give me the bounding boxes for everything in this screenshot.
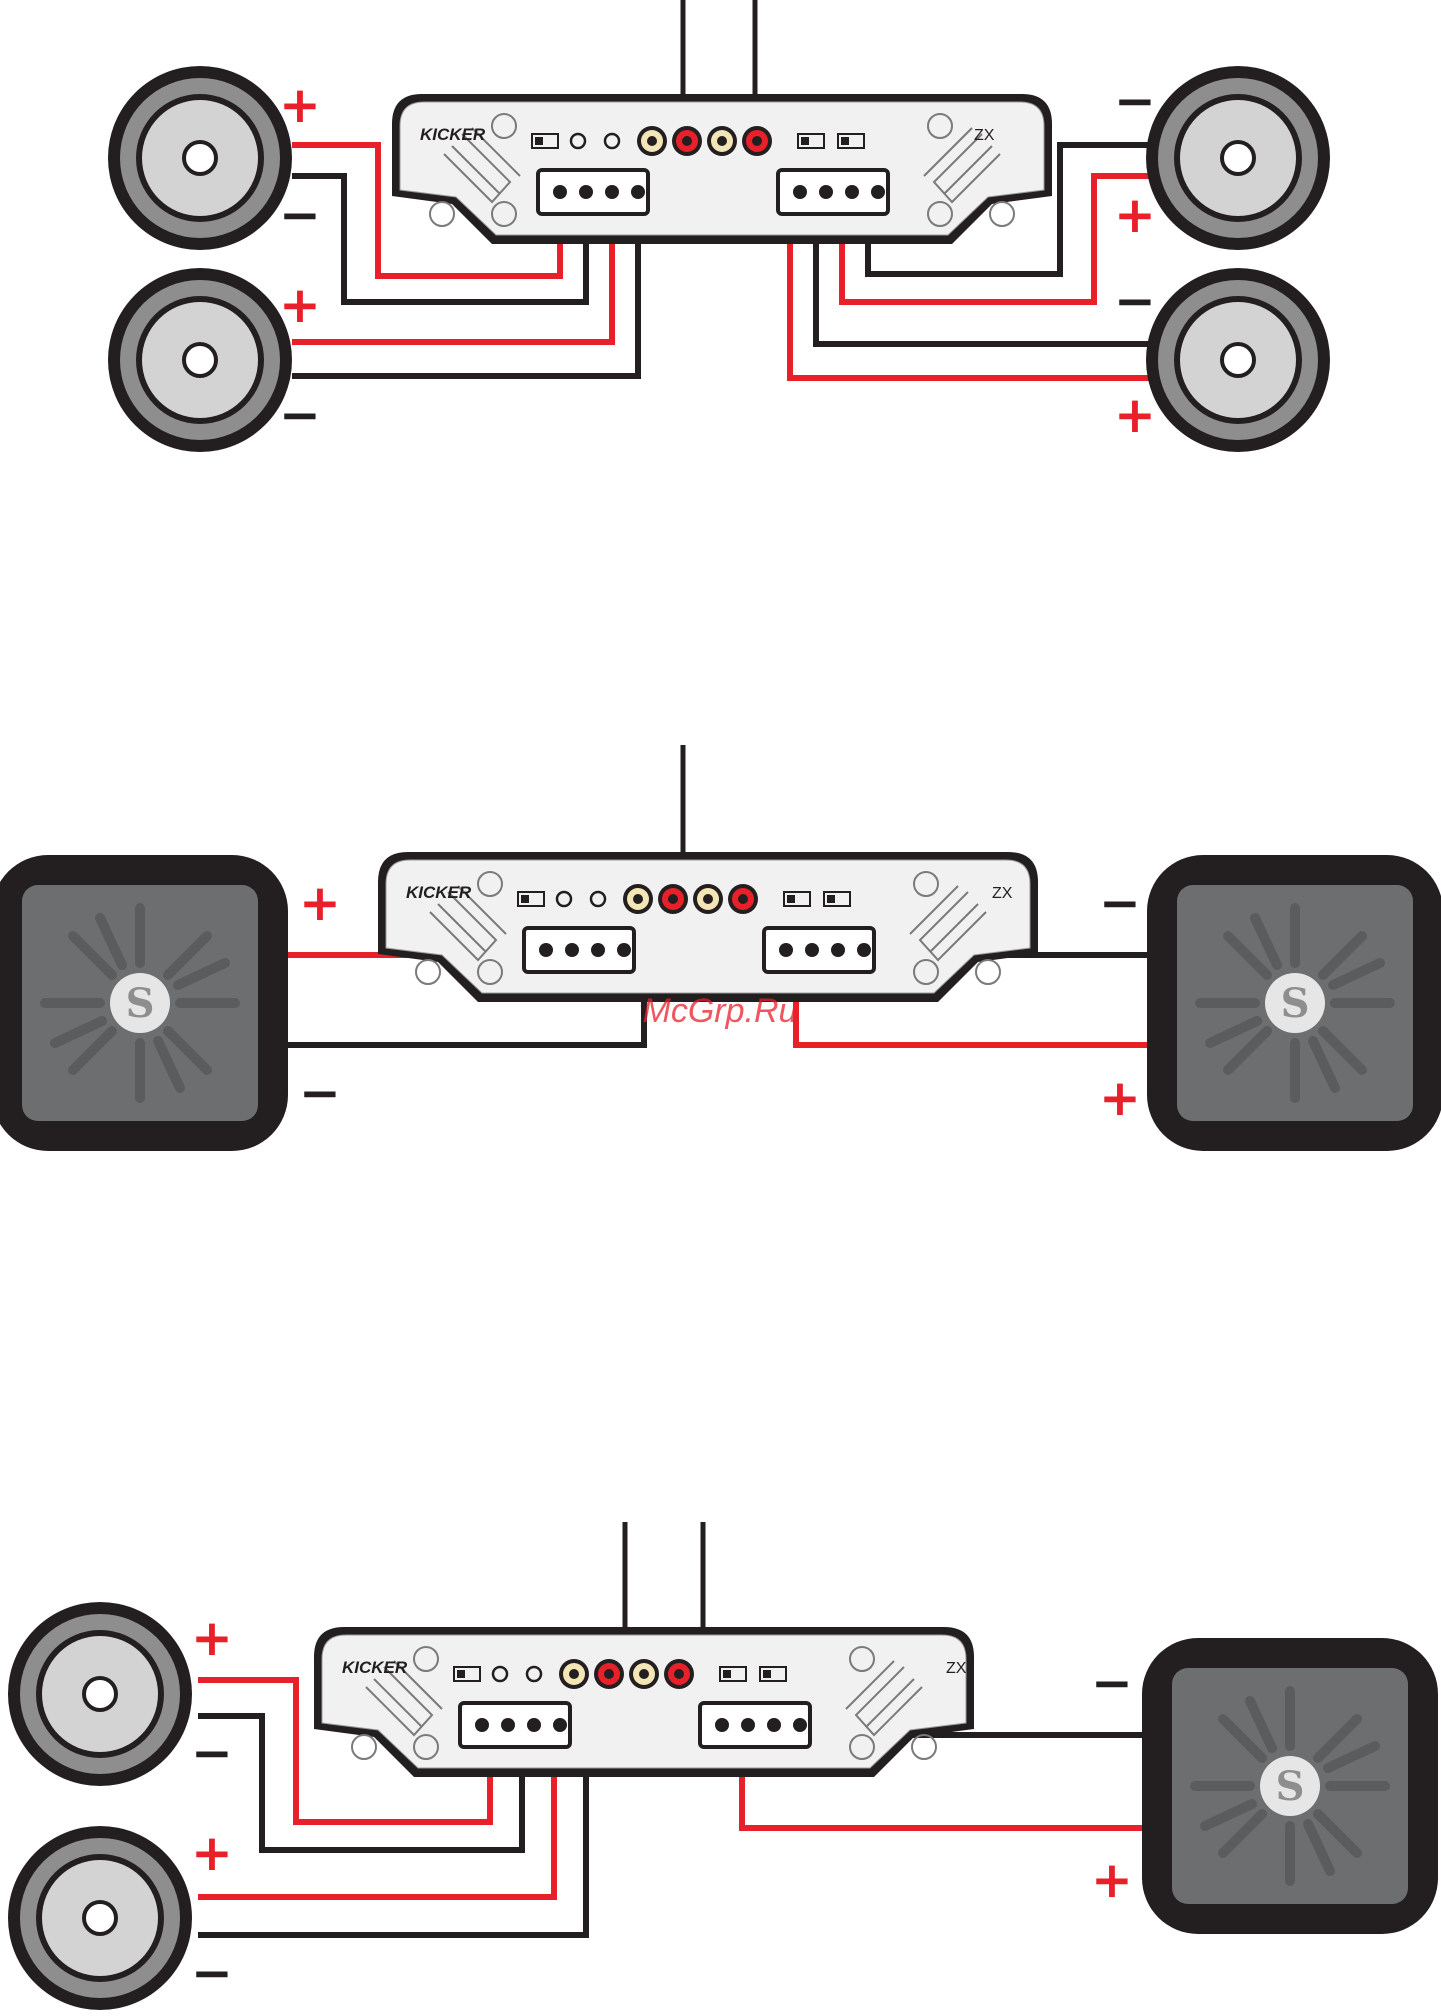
amplifier: KICKER ZX — [314, 1627, 974, 1777]
coax-speaker-right-top — [1146, 66, 1330, 250]
minus-sign: − — [299, 1064, 341, 1122]
coax-speaker-left-bottom — [8, 1826, 192, 2010]
amp-model: ZX — [974, 127, 995, 144]
subwoofer-logo: S — [1281, 980, 1310, 1027]
minus-sign: − — [1099, 874, 1141, 932]
diagram-four-speakers: KICKER ZX + − + − − + − + — [108, 0, 1330, 452]
subwoofer-logo: S — [126, 980, 155, 1027]
amplifier: KICKER ZX — [378, 852, 1038, 1002]
plus-sign: + — [1114, 186, 1156, 244]
subwoofer-right: S — [1147, 855, 1441, 1151]
plus-sign: + — [1091, 1851, 1133, 1909]
minus-sign: − — [191, 1944, 233, 2002]
minus-sign: − — [191, 1724, 233, 1782]
plus-sign: + — [1114, 386, 1156, 444]
coax-speaker-left-bottom — [108, 268, 292, 452]
coax-speaker-right-bottom — [1146, 268, 1330, 452]
amp-brand: KICKER — [420, 125, 486, 144]
amp-brand: KICKER — [342, 1658, 408, 1677]
minus-sign: − — [1091, 1654, 1133, 1712]
coax-speaker-left-top — [108, 66, 292, 250]
watermark: McGrp.Ru — [643, 992, 798, 1030]
coax-speaker-left-top — [8, 1602, 192, 1786]
amplifier: KICKER ZX — [392, 94, 1052, 244]
plus-sign: + — [191, 1824, 233, 1882]
subwoofer-logo: S — [1276, 1763, 1305, 1810]
subwoofer-right: S — [1142, 1638, 1438, 1934]
plus-sign: + — [1099, 1069, 1141, 1127]
subwoofer-left: S — [0, 855, 288, 1151]
plus-sign: + — [191, 1609, 233, 1667]
amp-model: ZX — [992, 885, 1013, 902]
minus-sign: − — [279, 386, 321, 444]
plus-sign: + — [299, 874, 341, 932]
amp-model: ZX — [946, 1660, 967, 1677]
amp-brand: KICKER — [406, 883, 472, 902]
plus-sign: + — [279, 276, 321, 334]
diagram-two-subwoofers: KICKER ZX S S + − − + McGrp.Ru — [0, 745, 1441, 1151]
minus-sign: − — [1114, 272, 1156, 330]
minus-sign: − — [1114, 72, 1156, 130]
minus-sign: − — [279, 186, 321, 244]
diagram-two-speakers-one-subwoofer: KICKER ZX S + − + − − + — [8, 1522, 1438, 2010]
plus-sign: + — [279, 76, 321, 134]
